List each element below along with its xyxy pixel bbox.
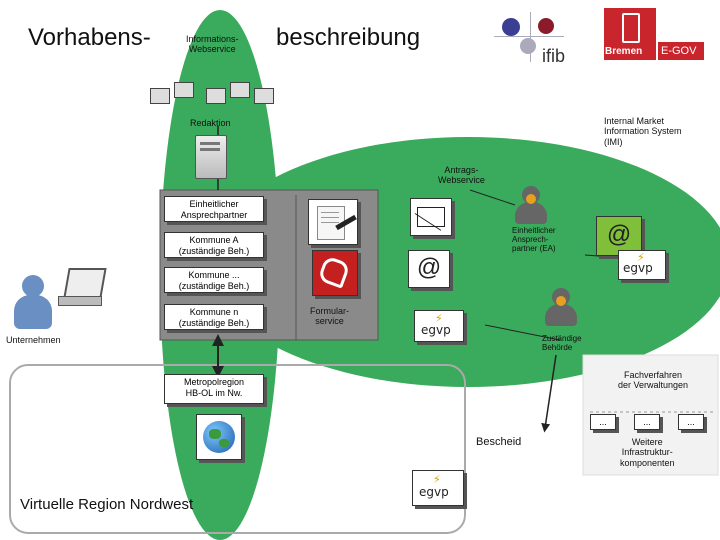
einheitlicher-ansprechpartner-box: Einheitlicher Ansprechpartner bbox=[164, 196, 264, 222]
bremen-egov-logo: Bremen E-GOV bbox=[604, 8, 716, 60]
zustaendige-behoerde-label: Zuständige Behörde bbox=[542, 334, 582, 353]
editor-workstations bbox=[148, 80, 278, 116]
globe-icon bbox=[196, 414, 242, 460]
ifib-logo-text: ifib bbox=[542, 46, 566, 66]
workstation-icon bbox=[150, 88, 170, 104]
ifib-logo: ifib bbox=[490, 8, 580, 66]
ea-person-icon bbox=[512, 186, 552, 226]
egvp-spark-icon: ⚡ bbox=[435, 312, 443, 325]
fachverfahren-box-1: ... bbox=[590, 414, 616, 430]
weitere-infrastruktur-label: Weitere Infrastruktur- komponenten bbox=[620, 437, 675, 468]
virtuelle-region-label: Virtuelle Region Nordwest bbox=[20, 496, 194, 513]
bescheid-label: Bescheid bbox=[476, 436, 522, 448]
imi-label: Internal Market Information System (IMI) bbox=[604, 116, 682, 147]
fachverfahren-box-2: ... bbox=[634, 414, 660, 430]
kommune-n-box: Kommune n (zuständige Beh.) bbox=[164, 304, 264, 330]
envelope-icon bbox=[410, 198, 452, 236]
fachverfahren-label: Fachverfahren der Verwaltungen bbox=[618, 370, 689, 391]
authority-person-icon bbox=[542, 288, 582, 328]
unternehmen-label: Unternehmen bbox=[6, 335, 61, 345]
antrags-webservice-label: Antrags- Webservice bbox=[438, 165, 485, 186]
page-title-right: beschreibung bbox=[276, 24, 421, 51]
kommune-a-box: Kommune A (zuständige Beh.) bbox=[164, 232, 264, 258]
egvp-icon-bottom: egvp ⚡ bbox=[412, 470, 464, 506]
company-person-icon bbox=[14, 275, 52, 331]
server-icon bbox=[195, 135, 227, 179]
metropolregion-box: Metropolregion HB-OL im Nw. bbox=[164, 374, 264, 404]
laptop-icon bbox=[58, 268, 107, 312]
workstation-icon bbox=[174, 82, 194, 98]
arrow-antrags-ea bbox=[469, 189, 516, 206]
pdf-icon bbox=[312, 250, 358, 296]
email-at-icon: @ bbox=[408, 250, 450, 288]
ea-label: Einheitlicher Ansprech- partner (EA) bbox=[512, 226, 556, 254]
arrow-zb-bescheid bbox=[541, 354, 557, 433]
egvp-spark-icon: ⚡ bbox=[637, 251, 645, 264]
info-webservice-label: Informations- Webservice bbox=[186, 34, 239, 55]
fachverfahren-box-3: ... bbox=[678, 414, 704, 430]
egvp-icon-middle: egvp ⚡ bbox=[414, 310, 464, 342]
redaktion-label: Redaktion bbox=[190, 118, 231, 128]
egov-logo-text: E-GOV bbox=[661, 45, 697, 57]
workstation-icon bbox=[206, 88, 226, 104]
bremen-logo-text: Bremen bbox=[605, 46, 643, 57]
virtual-region-frame bbox=[9, 364, 466, 534]
workstation-icon bbox=[254, 88, 274, 104]
egvp-icon-right: egvp ⚡ bbox=[618, 250, 666, 280]
at-symbol-right: @ bbox=[606, 221, 632, 248]
page-title-left: Vorhabens- bbox=[28, 24, 151, 51]
kommune-dots-box: Kommune ... (zuständige Beh.) bbox=[164, 267, 264, 293]
formularservice-label: Formular- service bbox=[310, 306, 350, 327]
egvp-spark-icon: ⚡ bbox=[433, 473, 441, 486]
at-symbol: @ bbox=[416, 254, 442, 281]
workstation-icon bbox=[230, 82, 250, 98]
form-edit-icon bbox=[308, 199, 358, 245]
arrow-zb-egvp bbox=[484, 324, 561, 341]
bremen-key-icon bbox=[622, 13, 640, 43]
